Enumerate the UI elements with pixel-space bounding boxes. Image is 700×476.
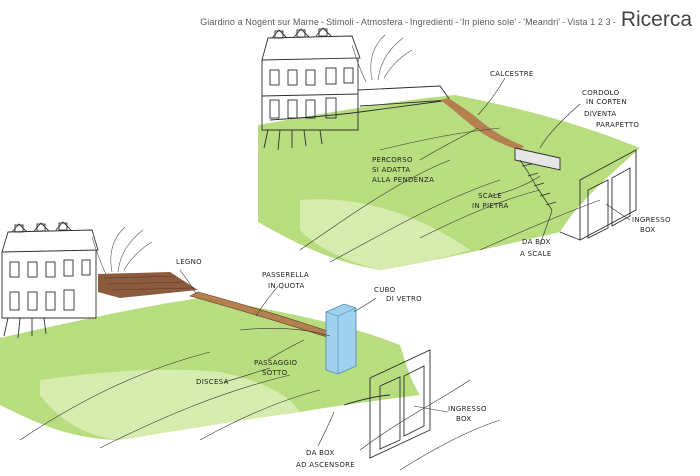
- label-passaggio-sotto: PASSAGGIO: [254, 359, 298, 367]
- page-title[interactable]: Ricerca: [620, 8, 692, 31]
- label-da-box: A SCALE: [520, 250, 552, 258]
- label-cubo-di-vetro: CUBO: [374, 286, 396, 294]
- breadcrumb-atmosfera[interactable]: Atmosfera: [360, 17, 403, 27]
- label-ingresso-box: INGRESSO: [632, 216, 671, 224]
- label-discesa: DISCESA: [196, 378, 229, 386]
- breadcrumb-separator: -: [355, 17, 359, 27]
- breadcrumb-vista[interactable]: Vista 1 2 3: [567, 17, 611, 27]
- garage-box-top: [559, 149, 637, 241]
- label-ingresso-box: BOX: [640, 226, 655, 234]
- house-bottom: [1, 221, 99, 339]
- label-scale: SCALE: [478, 192, 502, 200]
- label-cordolo: CORDOLO: [582, 89, 620, 97]
- terrain-hatching-top: [299, 127, 601, 263]
- sketch-top: CALCESTRE CORDOLO IN CORTEN DIVENTA PARA…: [258, 27, 671, 270]
- label-passaggio-sotto: SOTTO: [262, 369, 288, 377]
- label-legno: LEGNO: [176, 258, 202, 266]
- header-nav: Giardino a Nogent sur Marne - Stimoli - …: [200, 2, 692, 32]
- breadcrumb-separator: -: [518, 17, 522, 27]
- label-da-box: DA BOX: [306, 449, 335, 457]
- label-ingresso-box: BOX: [456, 415, 471, 423]
- label-passerella: PASSERELLA: [262, 271, 309, 279]
- garage-box-bottom: [343, 349, 431, 459]
- corten-kerb: [514, 147, 561, 171]
- tree-top: [351, 34, 413, 83]
- label-passerella: IN QUOTA: [268, 282, 305, 290]
- lawn-bottom-highlight: [40, 369, 300, 440]
- deck-boards: [103, 275, 193, 291]
- breadcrumb-ingredienti[interactable]: Ingredienti: [409, 17, 454, 27]
- glass-cube: [325, 303, 357, 375]
- house-top: [261, 27, 451, 151]
- breadcrumb-separator: -: [455, 17, 459, 27]
- label-da-box: AD ASCENSORE: [296, 461, 355, 469]
- wooden-deck: [98, 272, 198, 298]
- label-cordolo: PARAPETTO: [596, 121, 639, 129]
- breadcrumb-stimoli[interactable]: Stimoli: [326, 17, 354, 27]
- label-percorso: PERCORSO: [372, 156, 413, 164]
- breadcrumb-in-pieno-sole[interactable]: 'In pieno sole': [460, 17, 517, 27]
- breadcrumb-separator: -: [320, 17, 325, 27]
- label-percorso: ALLA PENDENZA: [372, 176, 434, 184]
- label-cordolo: IN CORTEN: [586, 98, 627, 106]
- breadcrumb-separator: -: [612, 17, 616, 27]
- breadcrumb-giardino[interactable]: Giardino a Nogent sur Marne: [200, 17, 319, 27]
- label-scale: IN PIETRA: [472, 202, 509, 210]
- label-percorso: SI ADATTA: [372, 166, 410, 174]
- stone-steps: [519, 159, 557, 211]
- breadcrumb-separator: -: [562, 17, 566, 27]
- terrain-hatching-bottom: [19, 328, 501, 471]
- glass-cube-edge: [325, 307, 357, 374]
- label-da-box: DA BOX: [522, 238, 551, 246]
- lawn-top-highlight: [300, 199, 470, 270]
- breadcrumb-meandri[interactable]: 'Meandri': [523, 17, 561, 27]
- label-calcestre: CALCESTRE: [490, 70, 534, 78]
- sketch-bottom: LEGNO PASSERELLA IN QUOTA CUBO DI VETRO …: [0, 221, 501, 471]
- breadcrumb-separator: -: [404, 17, 408, 27]
- walkway-top: [440, 98, 524, 150]
- tree-bottom: [91, 226, 153, 275]
- label-cubo-di-vetro: DI VETRO: [386, 295, 422, 303]
- label-ingresso-box: INGRESSO: [448, 405, 487, 413]
- leaders-top: [419, 77, 631, 246]
- leaders-bottom: [179, 269, 449, 447]
- label-cordolo: DIVENTA: [584, 110, 617, 118]
